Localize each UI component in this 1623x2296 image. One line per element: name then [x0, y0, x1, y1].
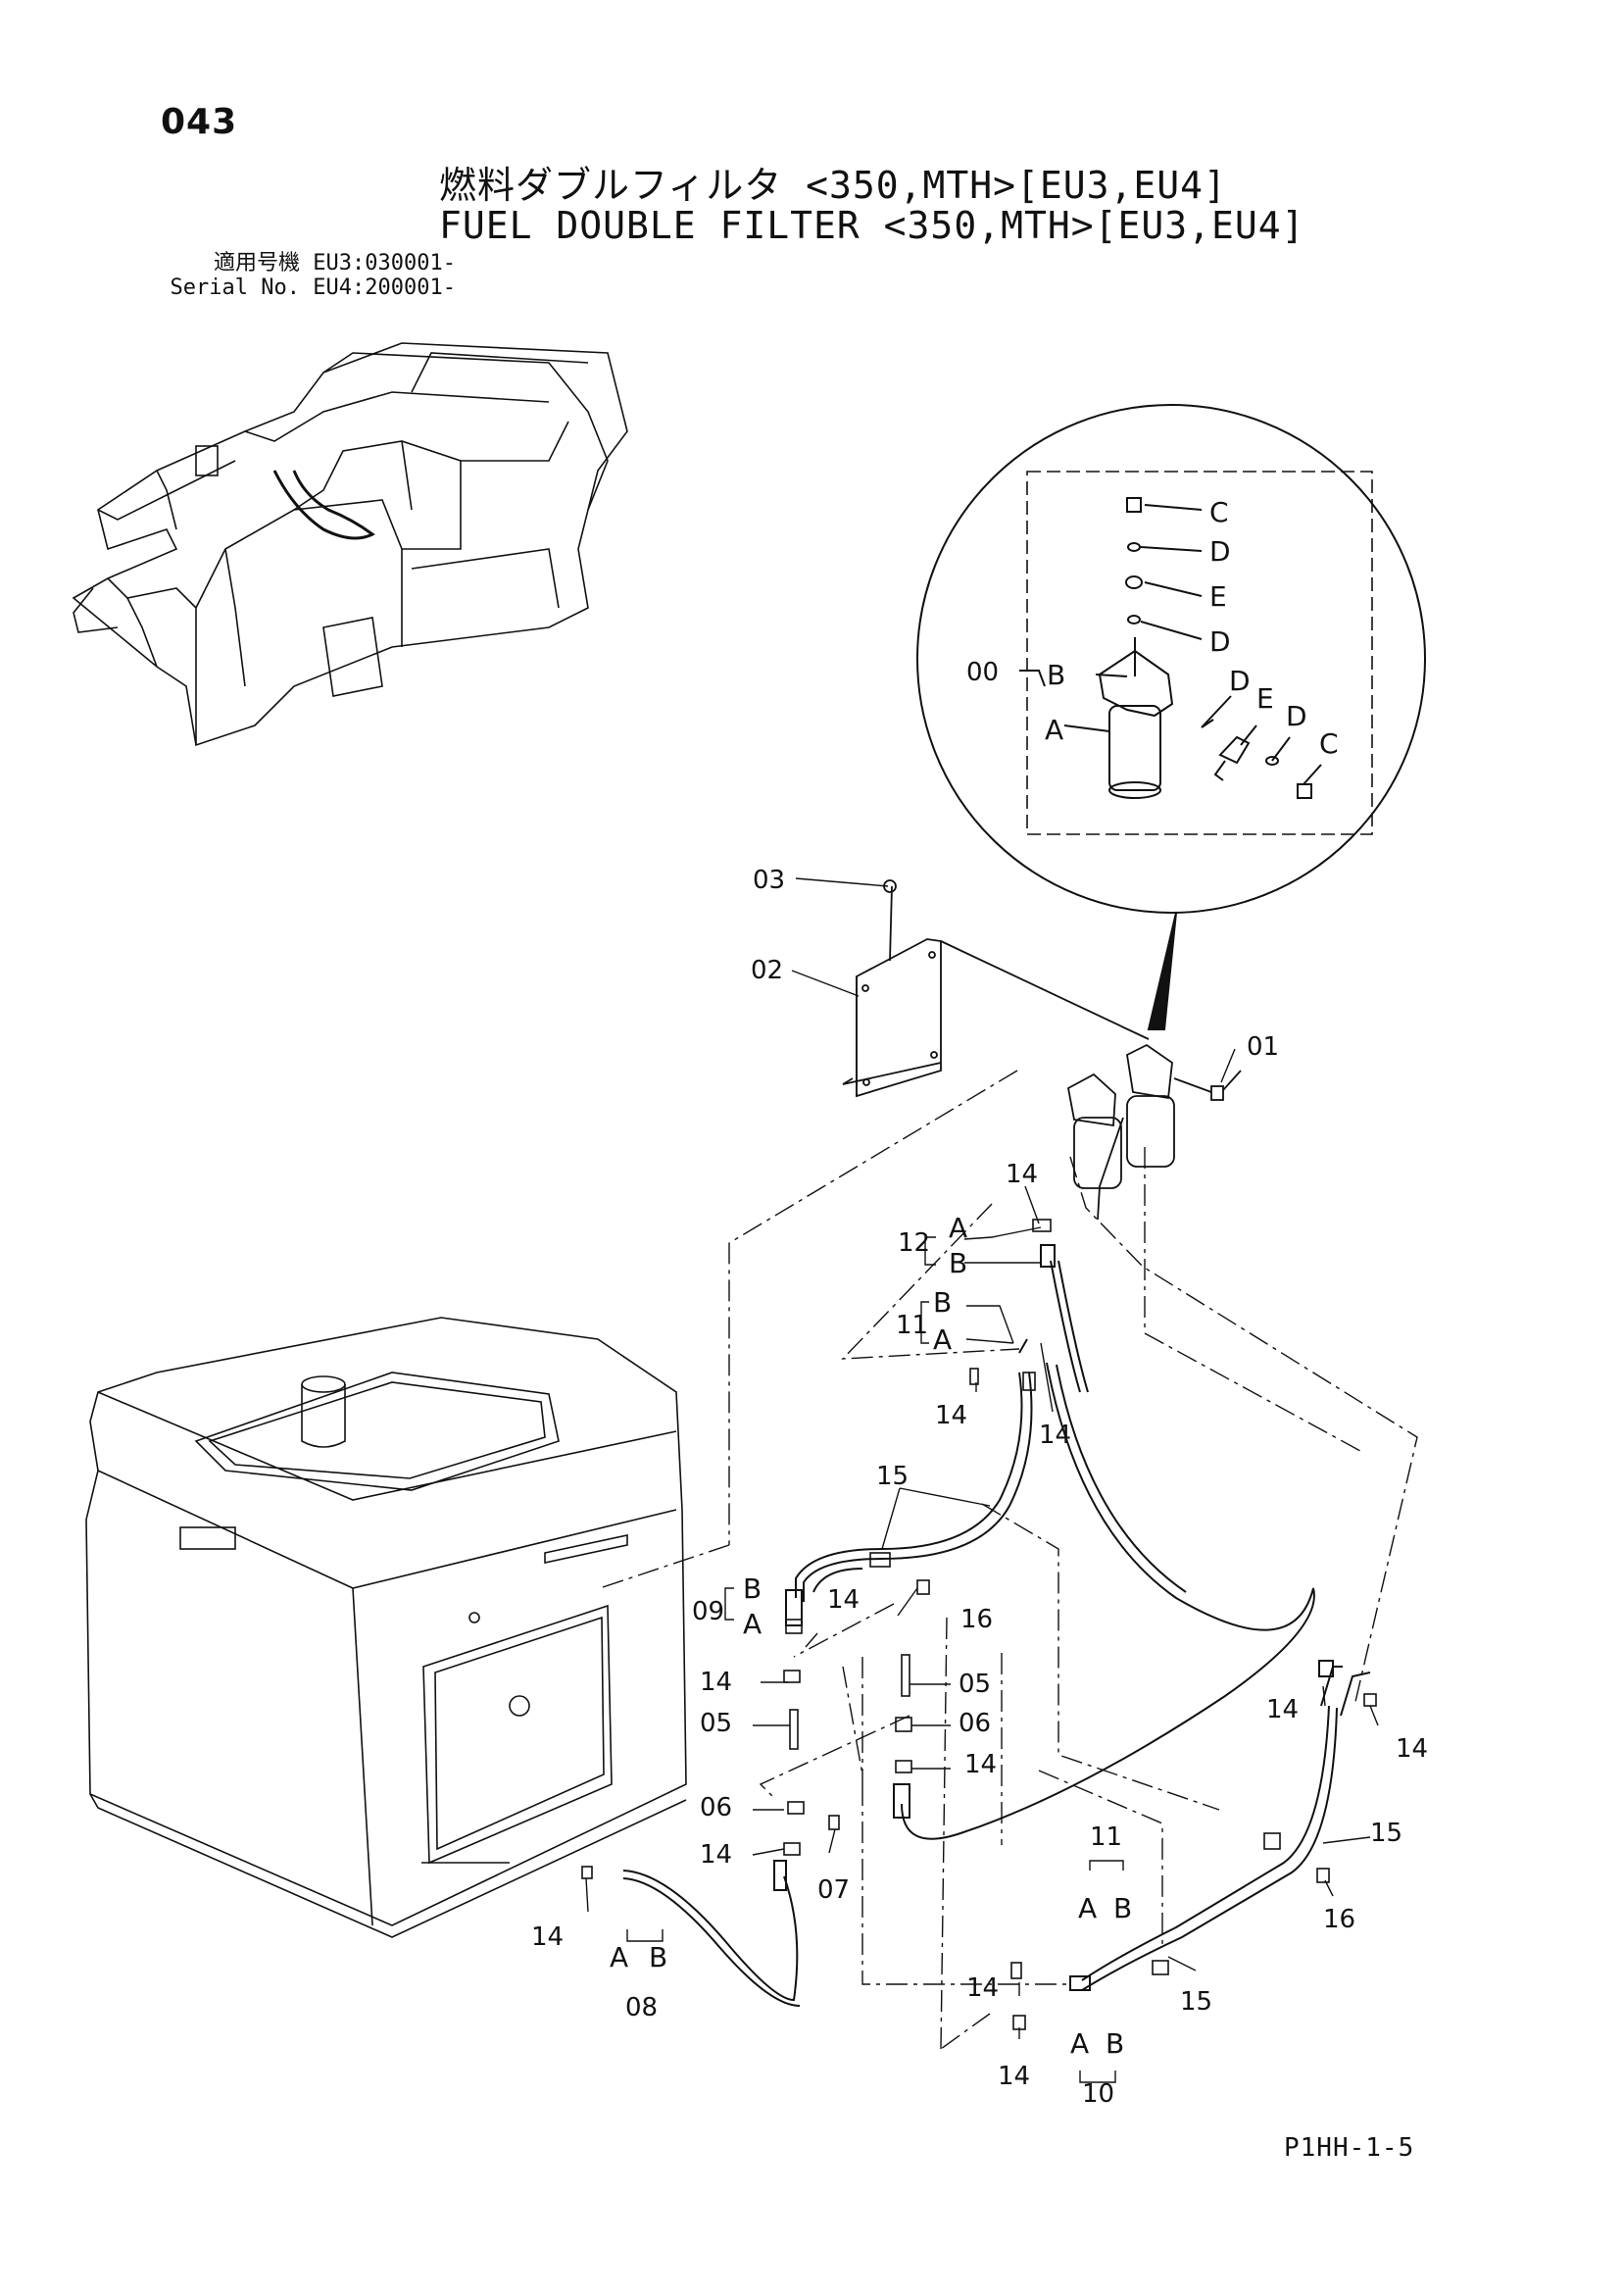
subpart-08-b: B [649, 1941, 667, 1973]
callout-14-d: 14 [827, 1585, 860, 1615]
subpart-10-a: A [1070, 2027, 1089, 2060]
callout-labels: 00 01 02 03 12 11 09 05 05 06 06 07 08 1… [531, 496, 1428, 2109]
serial-eu3: EU3:030001- [313, 251, 456, 275]
subpart-e-2: E [1256, 682, 1274, 715]
callout-16-a: 16 [960, 1605, 993, 1634]
subpart-a-detail: A [1045, 714, 1063, 746]
fuel-hoses [622, 1244, 1371, 2007]
subpart-e-1: E [1209, 580, 1227, 613]
callout-00: 00 [966, 658, 999, 687]
callout-14-e: 14 [700, 1668, 732, 1697]
reference-lines [599, 1070, 1418, 2050]
page-number: 043 [161, 102, 238, 142]
leader-lines [585, 877, 1379, 2083]
callout-14-j: 14 [998, 2062, 1030, 2091]
callout-14-k: 14 [1266, 1695, 1299, 1724]
subpart-08-a: A [610, 1941, 628, 1973]
drawing-code: P1HH-1-5 [1284, 2133, 1415, 2163]
callout-05-right: 05 [959, 1670, 991, 1699]
callout-12: 12 [898, 1228, 930, 1258]
subpart-10-b: B [1106, 2027, 1124, 2060]
callout-15-c: 15 [1180, 1987, 1212, 2017]
title-japanese: 燃料ダブルフィルタ <350,MTH>[EU3,EU4] [439, 164, 1227, 207]
subpart-12-a: A [949, 1212, 967, 1244]
subpart-d-3: D [1229, 665, 1251, 697]
callout-10: 10 [1082, 2079, 1114, 2109]
callout-14-i: 14 [966, 1973, 999, 2003]
callout-11-lower: 11 [1090, 1822, 1122, 1852]
callout-07: 07 [817, 1875, 850, 1905]
serial-label-jp: 適用号機 [213, 251, 300, 275]
callout-03: 03 [753, 866, 785, 895]
callout-08: 08 [625, 1993, 658, 2022]
callout-16-b: 16 [1323, 1905, 1355, 1934]
callout-11-upper: 11 [896, 1311, 928, 1340]
filter-detail-callout [916, 404, 1426, 1030]
callout-14-f: 14 [964, 1750, 997, 1779]
title-english: FUEL DOUBLE FILTER <350,MTH>[EU3,EU4] [439, 204, 1305, 247]
subpart-d-4: D [1286, 700, 1307, 732]
callout-14-g: 14 [700, 1840, 732, 1870]
subpart-09-b: B [743, 1572, 762, 1605]
callout-01: 01 [1247, 1032, 1279, 1062]
callout-06-left: 06 [700, 1793, 732, 1822]
callout-14-c: 14 [1039, 1421, 1071, 1450]
subpart-11-lower-a: A [1078, 1892, 1097, 1924]
subpart-d-2: D [1209, 625, 1231, 658]
serial-eu4: EU4:200001- [313, 275, 456, 300]
fuel-tank-illustration [85, 1317, 687, 1938]
excavator-overview-illustration [72, 342, 628, 747]
callout-15-a: 15 [876, 1462, 909, 1491]
serial-label-en: Serial No. [170, 275, 300, 300]
callout-05-left: 05 [700, 1709, 732, 1738]
subpart-12-b: B [949, 1247, 967, 1279]
subpart-b-detail: B [1047, 659, 1065, 691]
fuel-filter-assembly [842, 879, 1242, 1221]
subpart-c-bottom: C [1319, 727, 1339, 760]
subpart-11-a: A [933, 1323, 952, 1356]
subpart-11-lower-b: B [1113, 1892, 1132, 1924]
callout-02: 02 [751, 956, 783, 985]
callout-06-right: 06 [959, 1709, 991, 1738]
callout-09: 09 [692, 1597, 724, 1626]
subpart-c-top: C [1209, 496, 1229, 528]
subpart-d-1: D [1209, 535, 1231, 568]
callout-14-h: 14 [531, 1922, 564, 1952]
serial-block: 適用号機 EU3:030001- Serial No. EU4:200001- [153, 251, 456, 300]
small-parts [581, 1219, 1377, 2030]
callout-14-l: 14 [1396, 1734, 1428, 1764]
callout-15-b: 15 [1370, 1819, 1402, 1848]
callout-14-b: 14 [935, 1401, 967, 1430]
subpart-11-b: B [933, 1286, 952, 1319]
subpart-09-a: A [743, 1608, 762, 1640]
callout-14-a: 14 [1006, 1160, 1038, 1189]
